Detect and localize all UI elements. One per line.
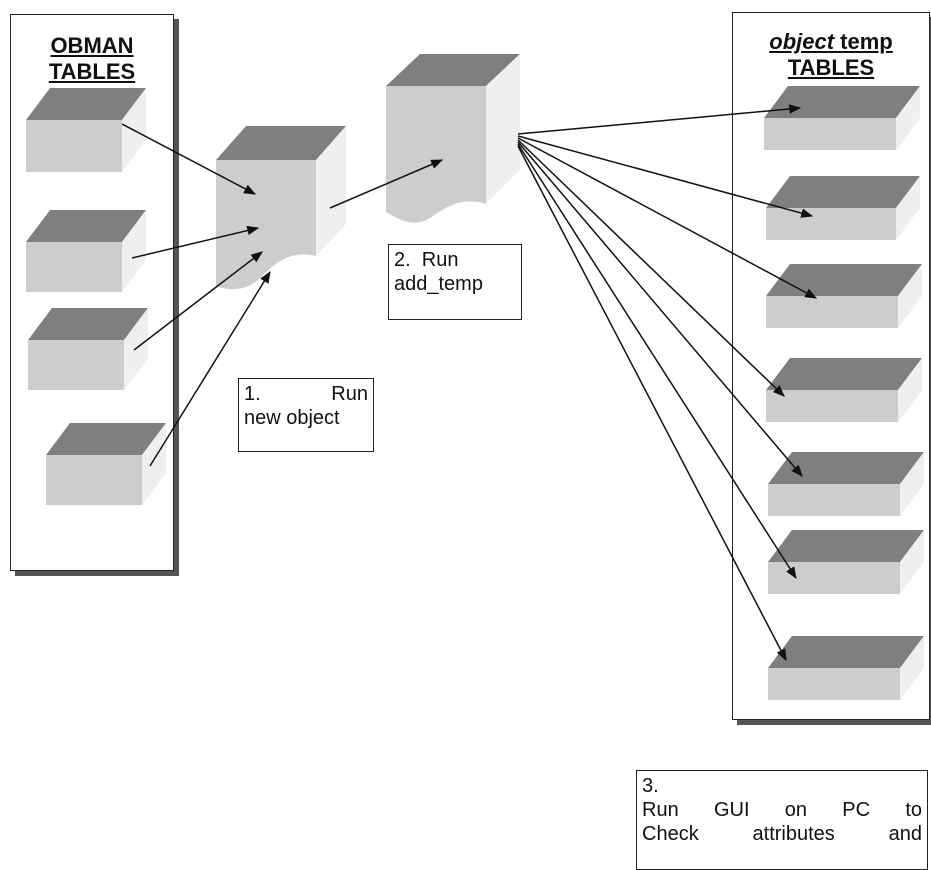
step3-line2: Run GUI on PC to [642, 798, 922, 822]
arrow-addtemp-1 [518, 108, 800, 134]
arrow-addtemp-6 [518, 144, 796, 578]
obman-table-block-2 [26, 210, 146, 292]
obman-table-block-4 [46, 423, 166, 505]
step3-label: 3. Run GUI on PC to Check attributes and [636, 770, 928, 870]
step1-line2: new object [244, 406, 368, 430]
temp-table-block-3 [766, 264, 922, 328]
temp-table-block-2 [766, 176, 920, 240]
temp-table-block-7 [768, 636, 924, 700]
add-temp-document [386, 54, 520, 223]
arrow-addtemp-7 [518, 146, 786, 660]
step1-label: 1. Run new object [238, 378, 374, 452]
obman-table-block-1 [26, 88, 146, 172]
arrow-addtemp-5 [518, 142, 802, 476]
step1-number: 1. [244, 383, 261, 405]
arrow-addtemp-4 [518, 140, 784, 396]
obman-table-block-3 [28, 308, 148, 390]
step3-line3: Check attributes and [642, 822, 922, 846]
step2-label: 2. Run add_temp [388, 244, 522, 320]
step2-line1: 2. Run [394, 248, 516, 272]
step3-line1: 3. [642, 774, 922, 798]
arrow-obman-3 [134, 252, 262, 350]
step1-line1: 1. Run [244, 382, 368, 406]
step2-line2: add_temp [394, 272, 516, 296]
step1-run: Run [331, 383, 368, 405]
new-object-document [216, 126, 346, 289]
temp-table-block-6 [768, 530, 924, 594]
temp-table-block-5 [768, 452, 924, 516]
temp-table-block-1 [764, 86, 920, 150]
temp-table-block-4 [766, 358, 922, 422]
